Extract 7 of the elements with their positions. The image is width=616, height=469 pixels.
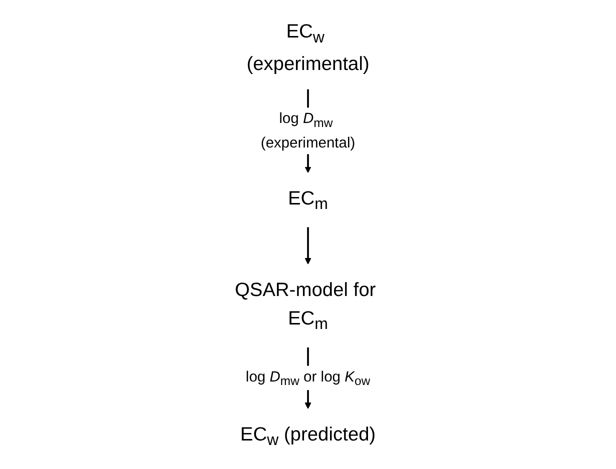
node-text: EC$_{m}$ [288,186,328,213]
edge-label: log D$_{mw}$ or log K$_{ow}$ [246,368,370,388]
node-text: EC$_{w}$ (experimental) [246,20,370,74]
node-text: EC$_{w}$ (predicted) [240,422,376,449]
edge-label: log D$_{mw}$ (experimental) [260,110,356,152]
node-text: QSAR-model for EC$_{m}$ [234,278,376,333]
arrow [304,227,312,264]
